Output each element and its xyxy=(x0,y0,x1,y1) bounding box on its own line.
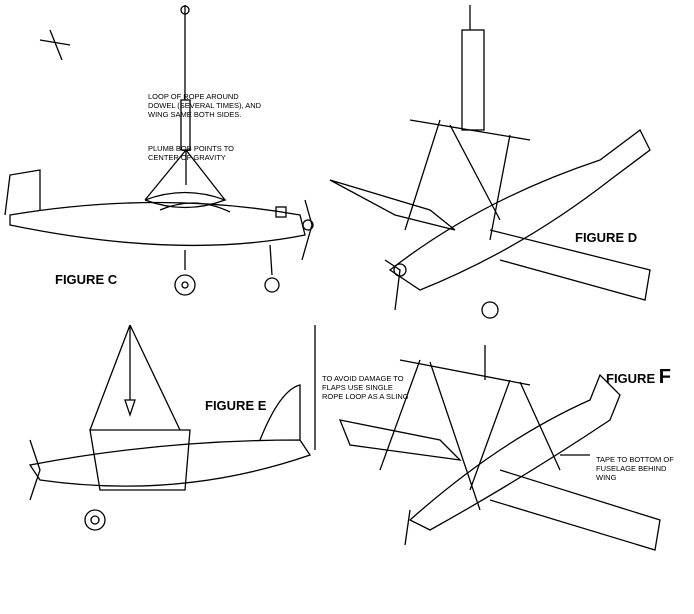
figure-f-airplane-drawing xyxy=(338,345,661,551)
figure-c-label: FIGURE C xyxy=(55,272,118,287)
figure-d-airplane-drawing xyxy=(329,5,651,319)
note-loop-of-rope: LOOP OF ROPE AROUND DOWEL (SEVERAL TIMES… xyxy=(148,92,262,119)
note-plumb-bob: PLUMB BOB POINTS TO CENTER OF GRAVITY xyxy=(148,144,234,162)
note-tape-to-fuselage: TAPE TO BOTTOM OF FUSELAGE BEHIND WING xyxy=(596,455,674,482)
note-avoid-flap-damage: TO AVOID DAMAGE TO FLAPS USE SINGLE ROPE… xyxy=(322,374,409,401)
figure-f-word: FIGURE xyxy=(606,371,656,386)
figure-f-label: FIGURE F xyxy=(606,366,671,389)
figure-d-label: FIGURE D xyxy=(575,230,638,245)
figure-c-airplane-drawing xyxy=(4,5,314,296)
figure-e-airplane-drawing xyxy=(28,324,316,531)
figure-e-label: FIGURE E xyxy=(205,398,267,413)
figure-f-letter: F xyxy=(658,366,671,388)
